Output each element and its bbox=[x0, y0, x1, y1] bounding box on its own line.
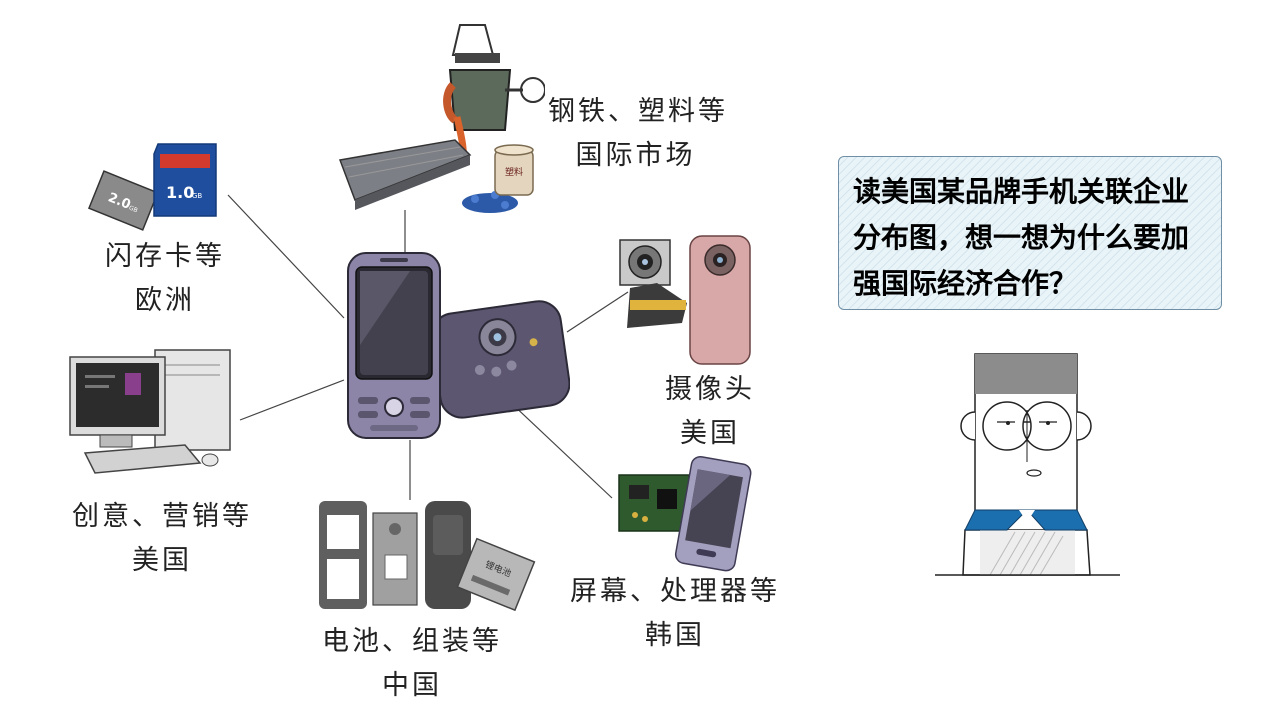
connector-camera bbox=[566, 291, 629, 333]
label-flash-line1: 闪存卡等 bbox=[105, 241, 225, 272]
central-phone-illustration bbox=[347, 252, 570, 439]
plastic-can-label: 塑料 bbox=[505, 166, 523, 178]
label-screen-processor: 屏幕、处理器等 韩国 bbox=[570, 570, 780, 658]
label-flash-memory: 闪存卡等 欧洲 bbox=[100, 235, 230, 323]
label-camera: 摄像头 美国 bbox=[655, 368, 765, 456]
label-steel-line1: 钢铁、塑料等 bbox=[548, 96, 728, 127]
flash-card-illustration: 2.0 GB 1.0 GB bbox=[88, 143, 217, 231]
label-screen-line1: 屏幕、处理器等 bbox=[570, 576, 780, 607]
label-battery-line1: 电池、组装等 bbox=[322, 626, 502, 657]
computer-illustration bbox=[69, 349, 231, 474]
connector-screen bbox=[507, 399, 613, 499]
label-battery-line2: 中国 bbox=[382, 670, 442, 701]
label-camera-line2: 美国 bbox=[680, 418, 740, 449]
label-creative-line1: 创意、营销等 bbox=[72, 501, 252, 532]
steel-plastics-illustration: 塑料 bbox=[338, 24, 545, 213]
battery-casing-illustration: 锂电池 bbox=[319, 501, 536, 612]
label-battery-assembly: 电池、组装等 中国 bbox=[322, 620, 502, 708]
processor-screen-illustration bbox=[618, 455, 752, 572]
label-camera-line1: 摄像头 bbox=[665, 374, 755, 405]
connector-creative bbox=[239, 379, 345, 421]
label-steel-line2: 国际市场 bbox=[575, 140, 696, 171]
micro-card-unit: GB bbox=[128, 204, 139, 214]
sd-card-capacity: 1.0 bbox=[166, 183, 194, 202]
label-creative-line2: 美国 bbox=[132, 545, 192, 576]
question-text: 读美国某品牌手机关联企业分布图，想一想为什么要加强国际经济合作？ bbox=[853, 175, 1190, 300]
connector-flash bbox=[227, 194, 345, 319]
cartoon-person-illustration bbox=[935, 353, 1120, 576]
camera-module-illustration bbox=[619, 235, 751, 365]
label-screen-line2: 韩国 bbox=[645, 620, 705, 651]
question-speech-bubble: 读美国某品牌手机关联企业分布图，想一想为什么要加强国际经济合作？ bbox=[838, 156, 1222, 310]
label-steel-plastics: 钢铁、塑料等 国际市场 bbox=[548, 90, 728, 178]
sd-card-unit: GB bbox=[192, 192, 202, 200]
label-flash-line2: 欧洲 bbox=[135, 285, 195, 316]
label-creative-marketing: 创意、营销等 美国 bbox=[72, 495, 252, 583]
